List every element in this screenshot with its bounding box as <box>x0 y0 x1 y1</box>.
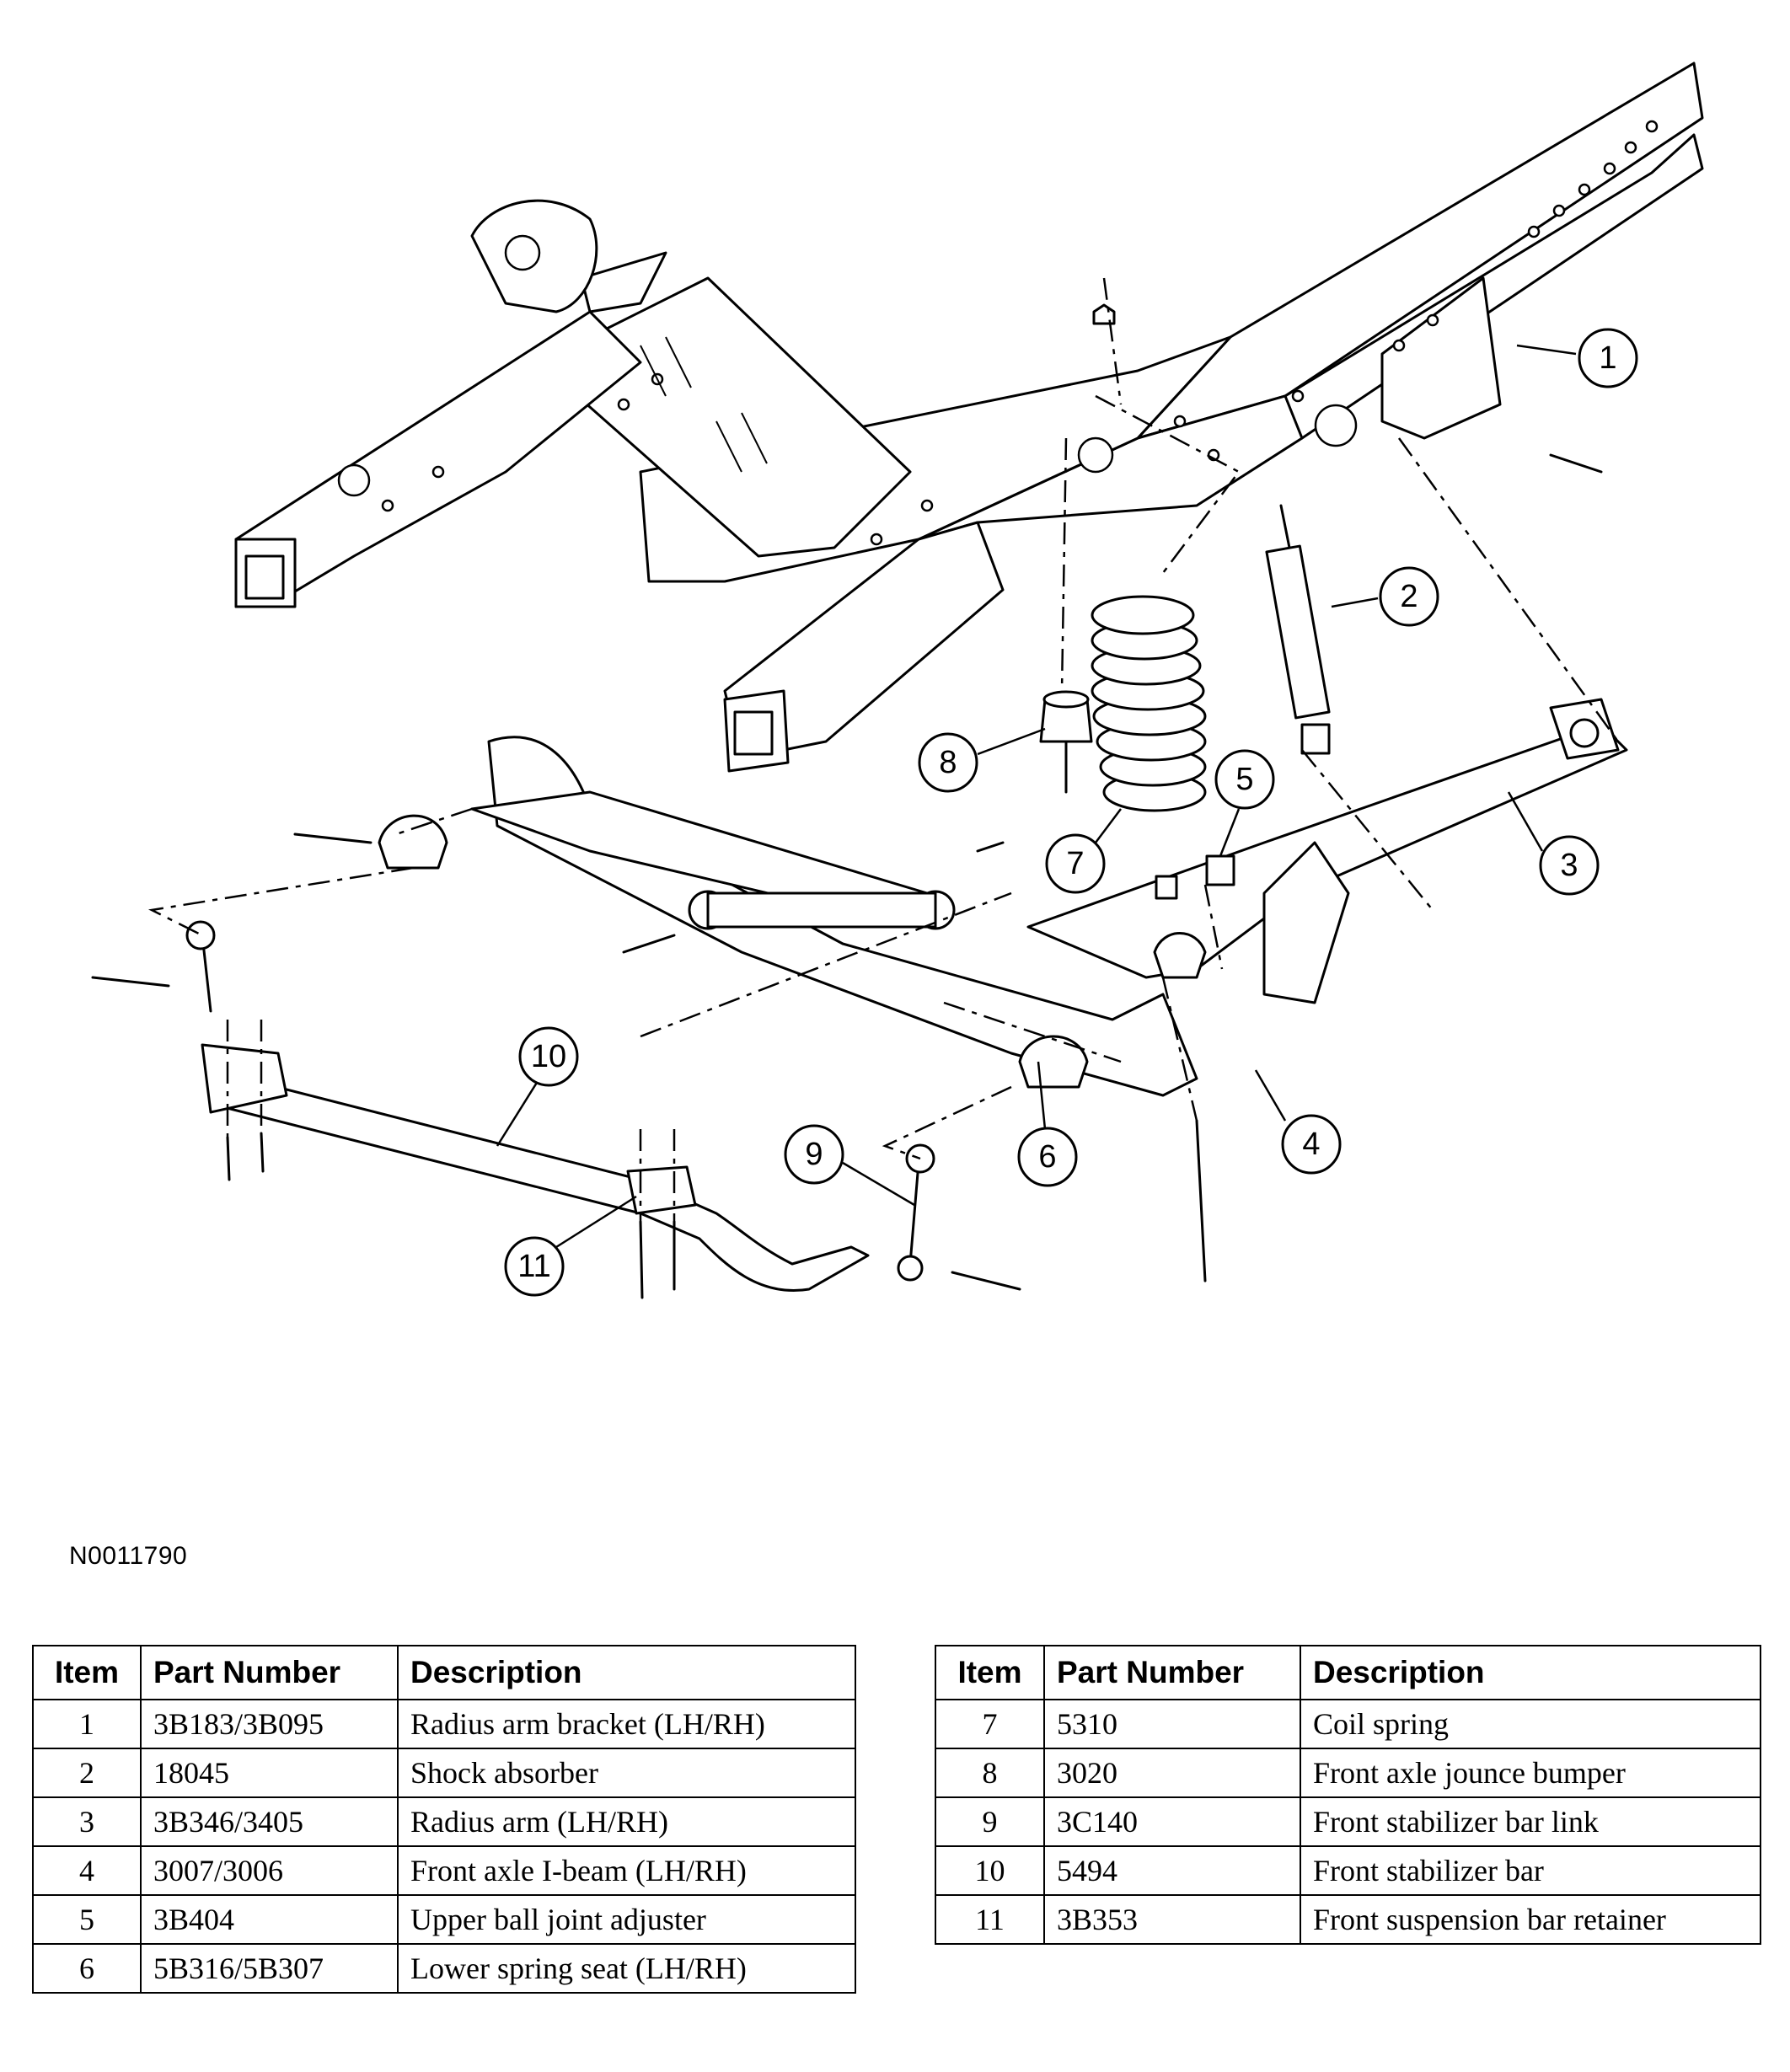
table-row: 1 3B183/3B095 Radius arm bracket (LH/RH) <box>32 1699 856 1749</box>
callout-label: 8 <box>939 745 957 780</box>
table-row: 4 3007/3006 Front axle I-beam (LH/RH) <box>32 1845 856 1896</box>
callout-11: 11 <box>504 1195 637 1297</box>
item-cell: 11 <box>935 1894 1045 1945</box>
part-number-cell: 3C140 <box>1043 1796 1301 1847</box>
part-number-cell: 3B353 <box>1043 1894 1301 1945</box>
parts-table-right: Item Part Number Description 7 5310 Coil… <box>935 1645 1761 1945</box>
callout-label: 7 <box>1066 846 1084 881</box>
item-cell: 8 <box>935 1748 1045 1798</box>
description-cell: Front suspension bar retainer <box>1300 1894 1761 1945</box>
callout-6: 6 <box>1017 1061 1078 1187</box>
part-number-cell: 5B316/5B307 <box>140 1943 399 1994</box>
suspension-exploded-diagram: 1 2 3 4 5 6 7 8 9 10 11 <box>91 62 1704 1299</box>
table-header-row: Item Part Number Description <box>32 1645 856 1700</box>
coil-spring <box>1091 595 1207 812</box>
callout-label: 9 <box>805 1137 823 1172</box>
callout-label: 5 <box>1235 762 1253 797</box>
item-cell: 4 <box>32 1845 142 1896</box>
header-description: Description <box>397 1645 856 1700</box>
header-item: Item <box>935 1645 1045 1700</box>
item-cell: 1 <box>32 1699 142 1749</box>
table-row: 10 5494 Front stabilizer bar <box>935 1845 1761 1896</box>
part-number-cell: 3B183/3B095 <box>140 1699 399 1749</box>
figure-id: N0011790 <box>69 1542 188 1570</box>
description-cell: Radius arm bracket (LH/RH) <box>397 1699 856 1749</box>
item-cell: 6 <box>32 1943 142 1994</box>
callout-2: 2 <box>1331 566 1439 627</box>
header-item: Item <box>32 1645 142 1700</box>
description-cell: Coil spring <box>1300 1699 1761 1749</box>
table-row: 2 18045 Shock absorber <box>32 1748 856 1798</box>
part-number-cell: 3007/3006 <box>140 1845 399 1896</box>
item-cell: 5 <box>32 1894 142 1945</box>
table-row: 11 3B353 Front suspension bar retainer <box>935 1894 1761 1945</box>
callout-label: 1 <box>1599 340 1616 376</box>
header-part-number: Part Number <box>1043 1645 1301 1700</box>
callout-8: 8 <box>918 727 1046 793</box>
part-number-cell: 5310 <box>1043 1699 1301 1749</box>
table-header-row: Item Part Number Description <box>935 1645 1761 1700</box>
part-number-cell: 3B346/3405 <box>140 1796 399 1847</box>
header-part-number: Part Number <box>140 1645 399 1700</box>
jounce-bumper <box>1039 303 1116 794</box>
assembly-guide-lines <box>147 277 1620 1222</box>
vehicle-frame <box>234 62 1704 773</box>
part-number-cell: 3020 <box>1043 1748 1301 1798</box>
part-number-cell: 3B404 <box>140 1894 399 1945</box>
callout-label: 11 <box>517 1249 550 1284</box>
description-cell: Front axle jounce bumper <box>1300 1748 1761 1798</box>
callout-4: 4 <box>1254 1069 1342 1175</box>
front-axle-assembly <box>378 698 1628 1097</box>
description-cell: Lower spring seat (LH/RH) <box>397 1943 856 1994</box>
description-cell: Upper ball joint adjuster <box>397 1894 856 1945</box>
callout-3: 3 <box>1507 791 1600 896</box>
item-cell: 10 <box>935 1845 1045 1896</box>
table-row: 9 3C140 Front stabilizer bar link <box>935 1796 1761 1847</box>
stabilizer-bar <box>201 1043 870 1292</box>
item-cell: 2 <box>32 1748 142 1798</box>
parts-table-left: Item Part Number Description 1 3B183/3B0… <box>32 1645 856 1994</box>
callout-7: 7 <box>1045 808 1122 894</box>
description-cell: Radius arm (LH/RH) <box>397 1796 856 1847</box>
callout-10: 10 <box>496 1026 579 1147</box>
table-row: 7 5310 Coil spring <box>935 1699 1761 1749</box>
callout-label: 2 <box>1400 579 1418 614</box>
callout-label: 6 <box>1038 1139 1056 1175</box>
table-row: 5 3B404 Upper ball joint adjuster <box>32 1894 856 1945</box>
table-row: 6 5B316/5B307 Lower spring seat (LH/RH) <box>32 1943 856 1994</box>
item-cell: 9 <box>935 1796 1045 1847</box>
item-cell: 3 <box>32 1796 142 1847</box>
item-cell: 7 <box>935 1699 1045 1749</box>
description-cell: Shock absorber <box>397 1748 856 1798</box>
callout-1: 1 <box>1516 328 1638 388</box>
shock-absorber <box>1265 504 1331 755</box>
description-cell: Front axle I-beam (LH/RH) <box>397 1845 856 1896</box>
callout-9: 9 <box>784 1124 915 1207</box>
table-row: 8 3020 Front axle jounce bumper <box>935 1748 1761 1798</box>
part-number-cell: 5494 <box>1043 1845 1301 1896</box>
callout-label: 10 <box>531 1039 566 1074</box>
callout-label: 4 <box>1302 1127 1320 1162</box>
description-cell: Front stabilizer bar link <box>1300 1796 1761 1847</box>
part-number-cell: 18045 <box>140 1748 399 1798</box>
callout-label: 3 <box>1560 848 1578 883</box>
description-cell: Front stabilizer bar <box>1300 1845 1761 1896</box>
header-description: Description <box>1300 1645 1761 1700</box>
table-row: 3 3B346/3405 Radius arm (LH/RH) <box>32 1796 856 1847</box>
callout-5: 5 <box>1214 749 1275 857</box>
